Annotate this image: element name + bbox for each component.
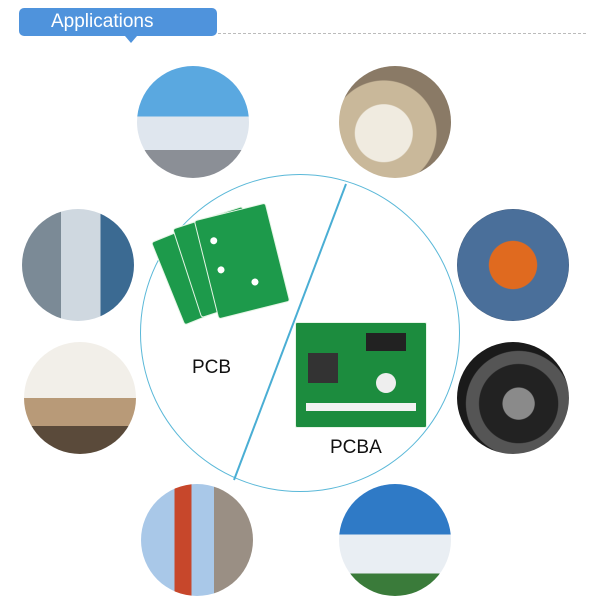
- rocket-launch-image: [141, 484, 253, 596]
- divider: [218, 33, 586, 34]
- satellite-dish-image: [339, 484, 451, 596]
- pcba-image: [295, 322, 427, 428]
- living-room-image: [24, 342, 136, 454]
- car-interior-image: [457, 342, 569, 454]
- pcba-label: PCBA: [330, 437, 382, 458]
- aircraft-image: [137, 66, 249, 178]
- center-circle: [140, 174, 460, 492]
- section-title: Applications: [19, 8, 217, 43]
- pcb-label: PCB: [192, 357, 232, 378]
- office-image: [22, 209, 134, 321]
- medical-imaging-image: [339, 66, 451, 178]
- robot-image: [457, 209, 569, 321]
